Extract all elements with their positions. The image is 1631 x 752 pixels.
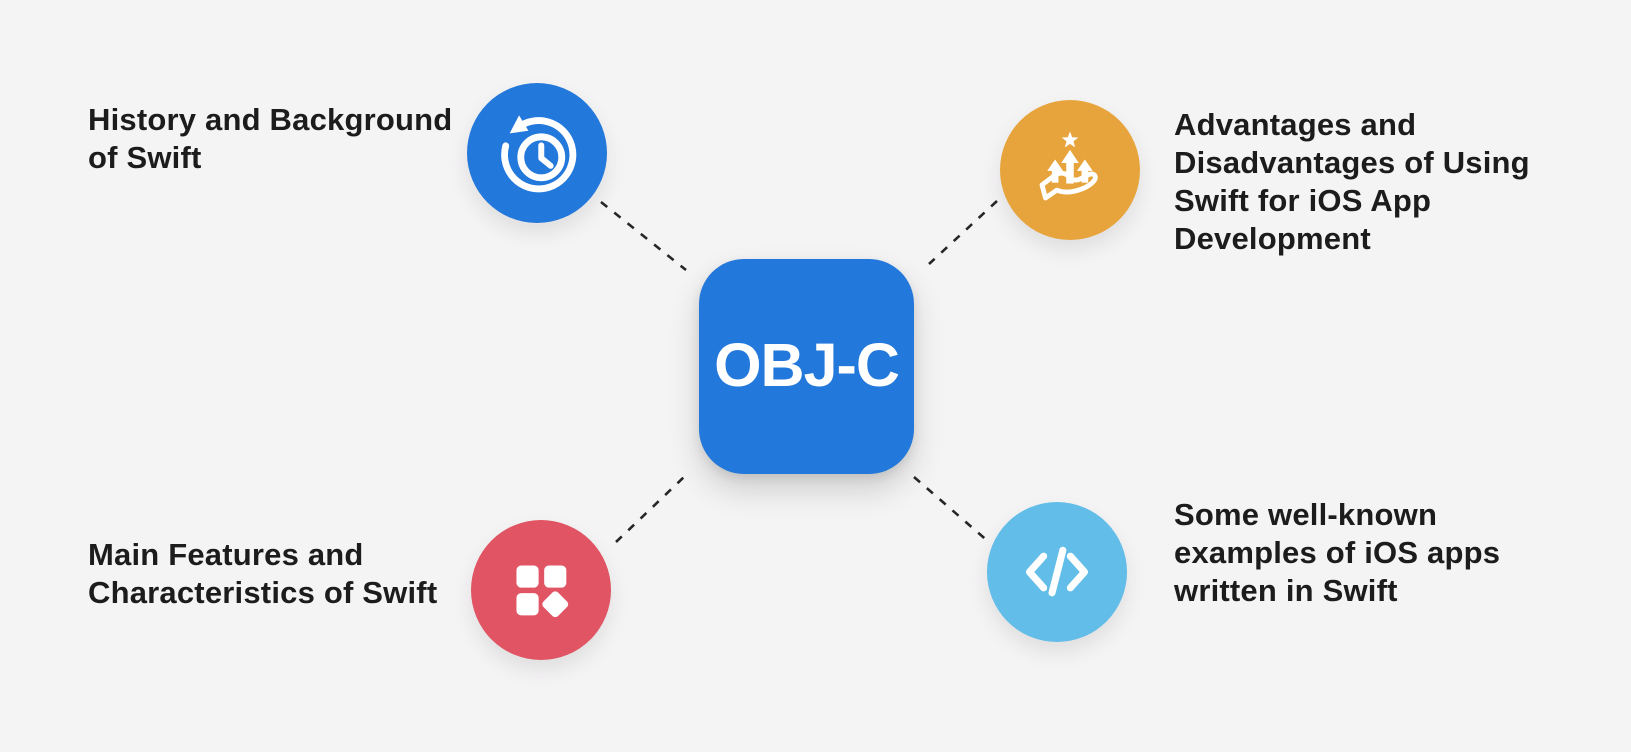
advantages-label: Advantages and Disadvantages of Using Sw… [1174,107,1530,256]
connector-bottom-left [615,476,685,543]
examples-label: Some well-known examples of iOS apps wri… [1174,497,1501,608]
grid-shapes-icon [516,565,569,618]
features-label: Main Features and Characteristics of Swi… [88,537,438,610]
center-node-label: OBJ-C [714,330,900,399]
history-clock-icon [501,115,577,193]
advantages-circle[interactable] [1000,100,1140,240]
history-label: History and Background of Swift [88,102,453,175]
growth-hand-icon [1039,131,1098,201]
connector-top-right [928,200,998,265]
connector-top-left [600,200,687,272]
features-circle[interactable] [471,520,611,660]
connector-bottom-right [913,476,991,544]
center-node-obj-c[interactable]: OBJ-C [699,259,914,474]
history-circle[interactable] [467,83,607,223]
code-icon [1025,546,1089,597]
examples-circle[interactable] [987,502,1127,642]
